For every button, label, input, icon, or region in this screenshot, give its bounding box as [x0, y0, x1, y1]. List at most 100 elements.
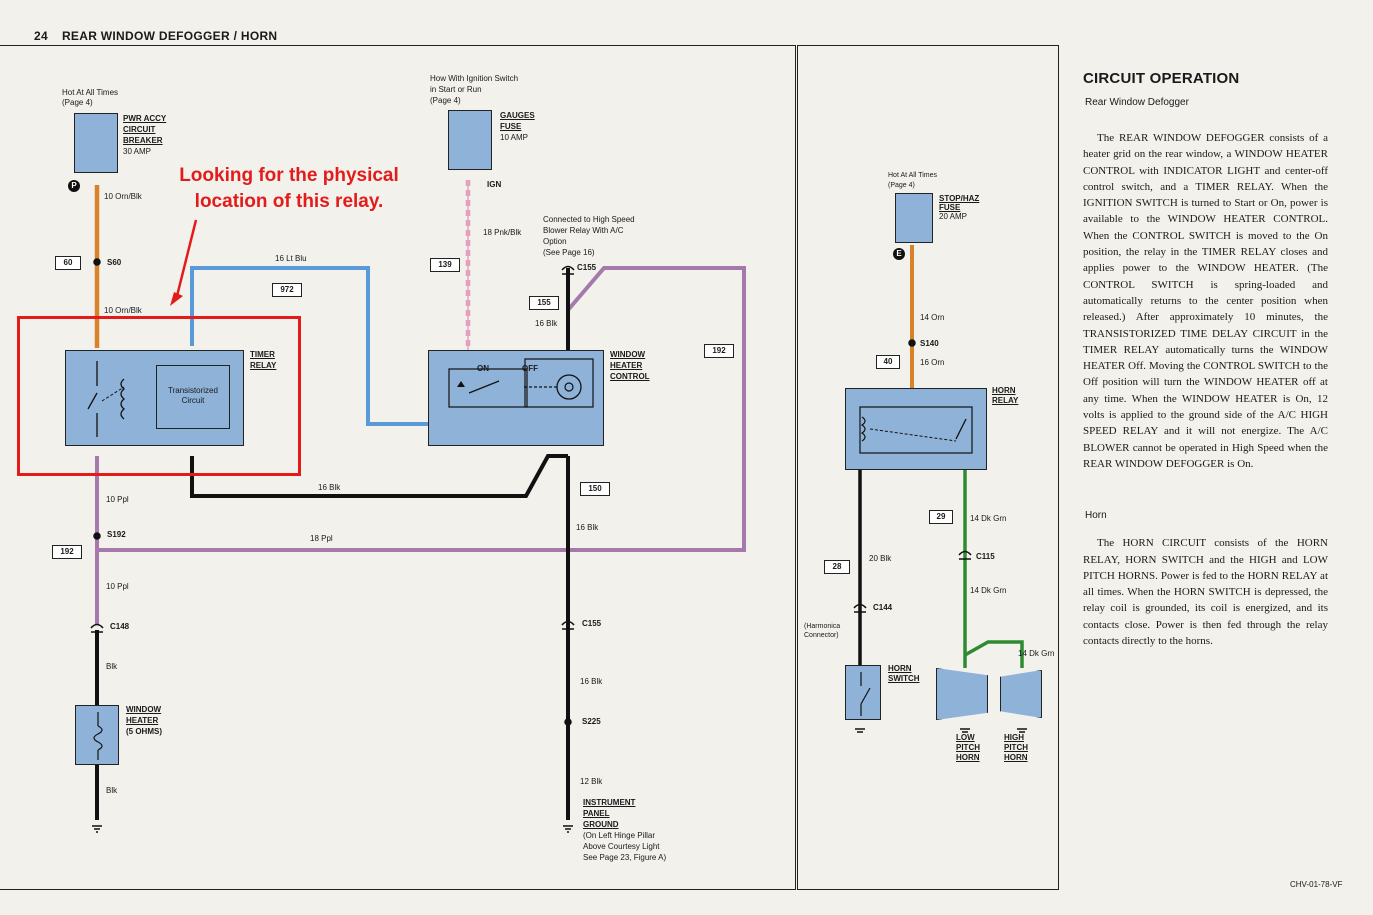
- circuit-operation-section: CIRCUIT OPERATION Rear Window Defogger T…: [1083, 70, 1328, 649]
- high-horn-label-1: HIGH: [1004, 733, 1024, 742]
- whc-label-3: CONTROL: [610, 372, 650, 381]
- wire-label-blk-wh2: Blk: [106, 786, 118, 795]
- horn-switch-label-1: HORN: [888, 664, 912, 673]
- ground-note-3: See Page 23, Figure A): [583, 853, 667, 862]
- blower-note-1: Connected to High Speed: [543, 215, 635, 224]
- transistorized-label-1: Transistorized: [168, 386, 218, 395]
- connector-marks: [90, 258, 972, 726]
- wire-label-dk-grn-c: 14 Dk Grn: [1018, 649, 1055, 658]
- harmonica-label-1: (Harmonica: [804, 623, 841, 630]
- splice-s192: S192: [107, 530, 126, 539]
- blower-note-2: Blower Relay With A/C: [543, 226, 624, 235]
- wire-label-10-ppl-a: 10 Ppl: [106, 495, 129, 504]
- wire-label-10-ppl-b: 10 Ppl: [106, 582, 129, 591]
- right-diagram-panel: [797, 45, 1059, 890]
- wire-label-lt-blu: 16 Lt Blu: [275, 254, 307, 263]
- stop-fuse-label-1: STOP/HAZ: [939, 194, 980, 203]
- circuit-operation-heading: CIRCUIT OPERATION: [1083, 70, 1240, 87]
- ground-note-1: (On Left Hinge Pillar: [583, 831, 656, 840]
- whc-label-1: WINDOW: [610, 350, 646, 359]
- circuit-192-b: 192: [52, 545, 82, 559]
- wire-label-pnk-blk: 18 Pnk/Blk: [483, 228, 522, 237]
- relay-contact-icon: [87, 361, 126, 437]
- low-horn-label-2: PITCH: [956, 743, 980, 752]
- pwr-accy-breaker: [74, 113, 118, 173]
- wire-label-16-blk-b: 16 Blk: [318, 483, 341, 492]
- wire-purple-c155: [97, 266, 746, 552]
- pwr-breaker-label-2: CIRCUIT: [123, 125, 156, 134]
- ground-symbols: [92, 728, 1027, 833]
- low-horn-label-3: HORN: [956, 753, 980, 762]
- splice-s140: S140: [920, 339, 939, 348]
- whc-label-2: HEATER: [610, 361, 643, 370]
- wire-label-dk-grn-b: 14 Dk Grn: [970, 586, 1007, 595]
- blower-note-3: Option: [543, 237, 567, 246]
- relay-location-callout: Looking for the physical location of thi…: [179, 165, 399, 212]
- low-horn-label-1: LOW: [956, 733, 975, 742]
- page-title: REAR WINDOW DEFOGGER / HORN: [61, 29, 278, 43]
- horn-relay: [845, 388, 987, 470]
- stop-source-page: (Page 4): [888, 182, 915, 189]
- wire-black-16: [190, 454, 568, 498]
- wire-label-14-orn: 14 Orn: [920, 313, 945, 322]
- wire-label-blk-wh1: Blk: [106, 662, 118, 671]
- stop-fuse-rating: 20 AMP: [939, 212, 968, 221]
- timer-relay-label-1: TIMER: [250, 350, 275, 359]
- connector-c115: C115: [976, 552, 995, 561]
- gauges-fuse-rating: 10 AMP: [500, 133, 529, 142]
- wire-label-20-blk: 20 Blk: [869, 554, 892, 563]
- connector-ign: IGN: [487, 180, 502, 189]
- window-heater-label-1: WINDOW: [126, 705, 162, 714]
- timer-relay: Transistorized Circuit: [65, 350, 244, 446]
- circuit-972: 972: [272, 283, 302, 297]
- ign-source-label-1: How With Ignition Switch: [430, 74, 519, 83]
- timer-relay-label-2: RELAY: [250, 361, 277, 370]
- wire-label-18-ppl: 18 Ppl: [310, 534, 333, 543]
- circuit-155: 155: [529, 296, 559, 310]
- pwr-source-page: (Page 4): [62, 98, 93, 107]
- defogger-subheading: Rear Window Defogger: [1085, 97, 1189, 108]
- pwr-source-label: Hot At All Times: [62, 88, 119, 97]
- connector-c144: C144: [873, 603, 893, 612]
- circuit-28: 28: [824, 560, 850, 574]
- gauges-fuse-label-2: FUSE: [500, 122, 522, 131]
- circuit-40: 40: [876, 355, 900, 369]
- horn-description: The HORN CIRCUIT consists of the HORN RE…: [1083, 537, 1328, 648]
- window-heater-label-3: (5 OHMS): [126, 727, 162, 736]
- wire-label-dk-grn-a: 14 Dk Grn: [970, 514, 1007, 523]
- low-pitch-horn: [936, 668, 988, 720]
- transistorized-label-2: Circuit: [181, 396, 205, 405]
- page-number: 24: [34, 29, 48, 43]
- ground-label-2: PANEL: [583, 809, 610, 818]
- horn-switch-label-2: SWITCH: [888, 674, 920, 683]
- connector-c148: C148: [110, 622, 130, 631]
- timer-relay-highlight: [17, 316, 301, 476]
- horn-relay-contacts-icon: [859, 406, 973, 454]
- ground-label-3: GROUND: [583, 820, 619, 829]
- connector-e: E: [893, 248, 905, 260]
- circuit-139: 139: [430, 258, 460, 272]
- wire-label-16-blk-a: 16 Blk: [535, 319, 558, 328]
- circuit-60: 60: [55, 256, 81, 270]
- switch-on-label: ON: [477, 364, 489, 373]
- switch-off-label: OFF: [522, 364, 538, 373]
- window-heater-label-2: HEATER: [126, 716, 159, 725]
- stop-fuse-label-2: FUSE: [939, 203, 961, 212]
- transistorized-circuit: Transistorized Circuit: [156, 365, 230, 429]
- blower-note-page: (See Page 16): [543, 248, 595, 257]
- wire-label-orn-blk-1: 10 Orn/Blk: [104, 192, 142, 201]
- circuit-29: 29: [929, 510, 953, 524]
- connector-c155-bottom: C155: [582, 619, 602, 628]
- horn-relay-label-1: HORN: [992, 386, 1016, 395]
- horn-relay-label-2: RELAY: [992, 396, 1019, 405]
- circuit-150: 150: [580, 482, 610, 496]
- defogger-description: The REAR WINDOW DEFOGGER consists of a h…: [1083, 132, 1328, 470]
- control-switch-icon: [448, 358, 594, 408]
- gauges-fuse: [448, 110, 492, 170]
- high-horn-label-3: HORN: [1004, 753, 1028, 762]
- ign-source-page: (Page 4): [430, 96, 461, 105]
- ign-source-label-2: in Start or Run: [430, 85, 482, 94]
- footer-code: CHV-01-78-VF: [1290, 880, 1343, 889]
